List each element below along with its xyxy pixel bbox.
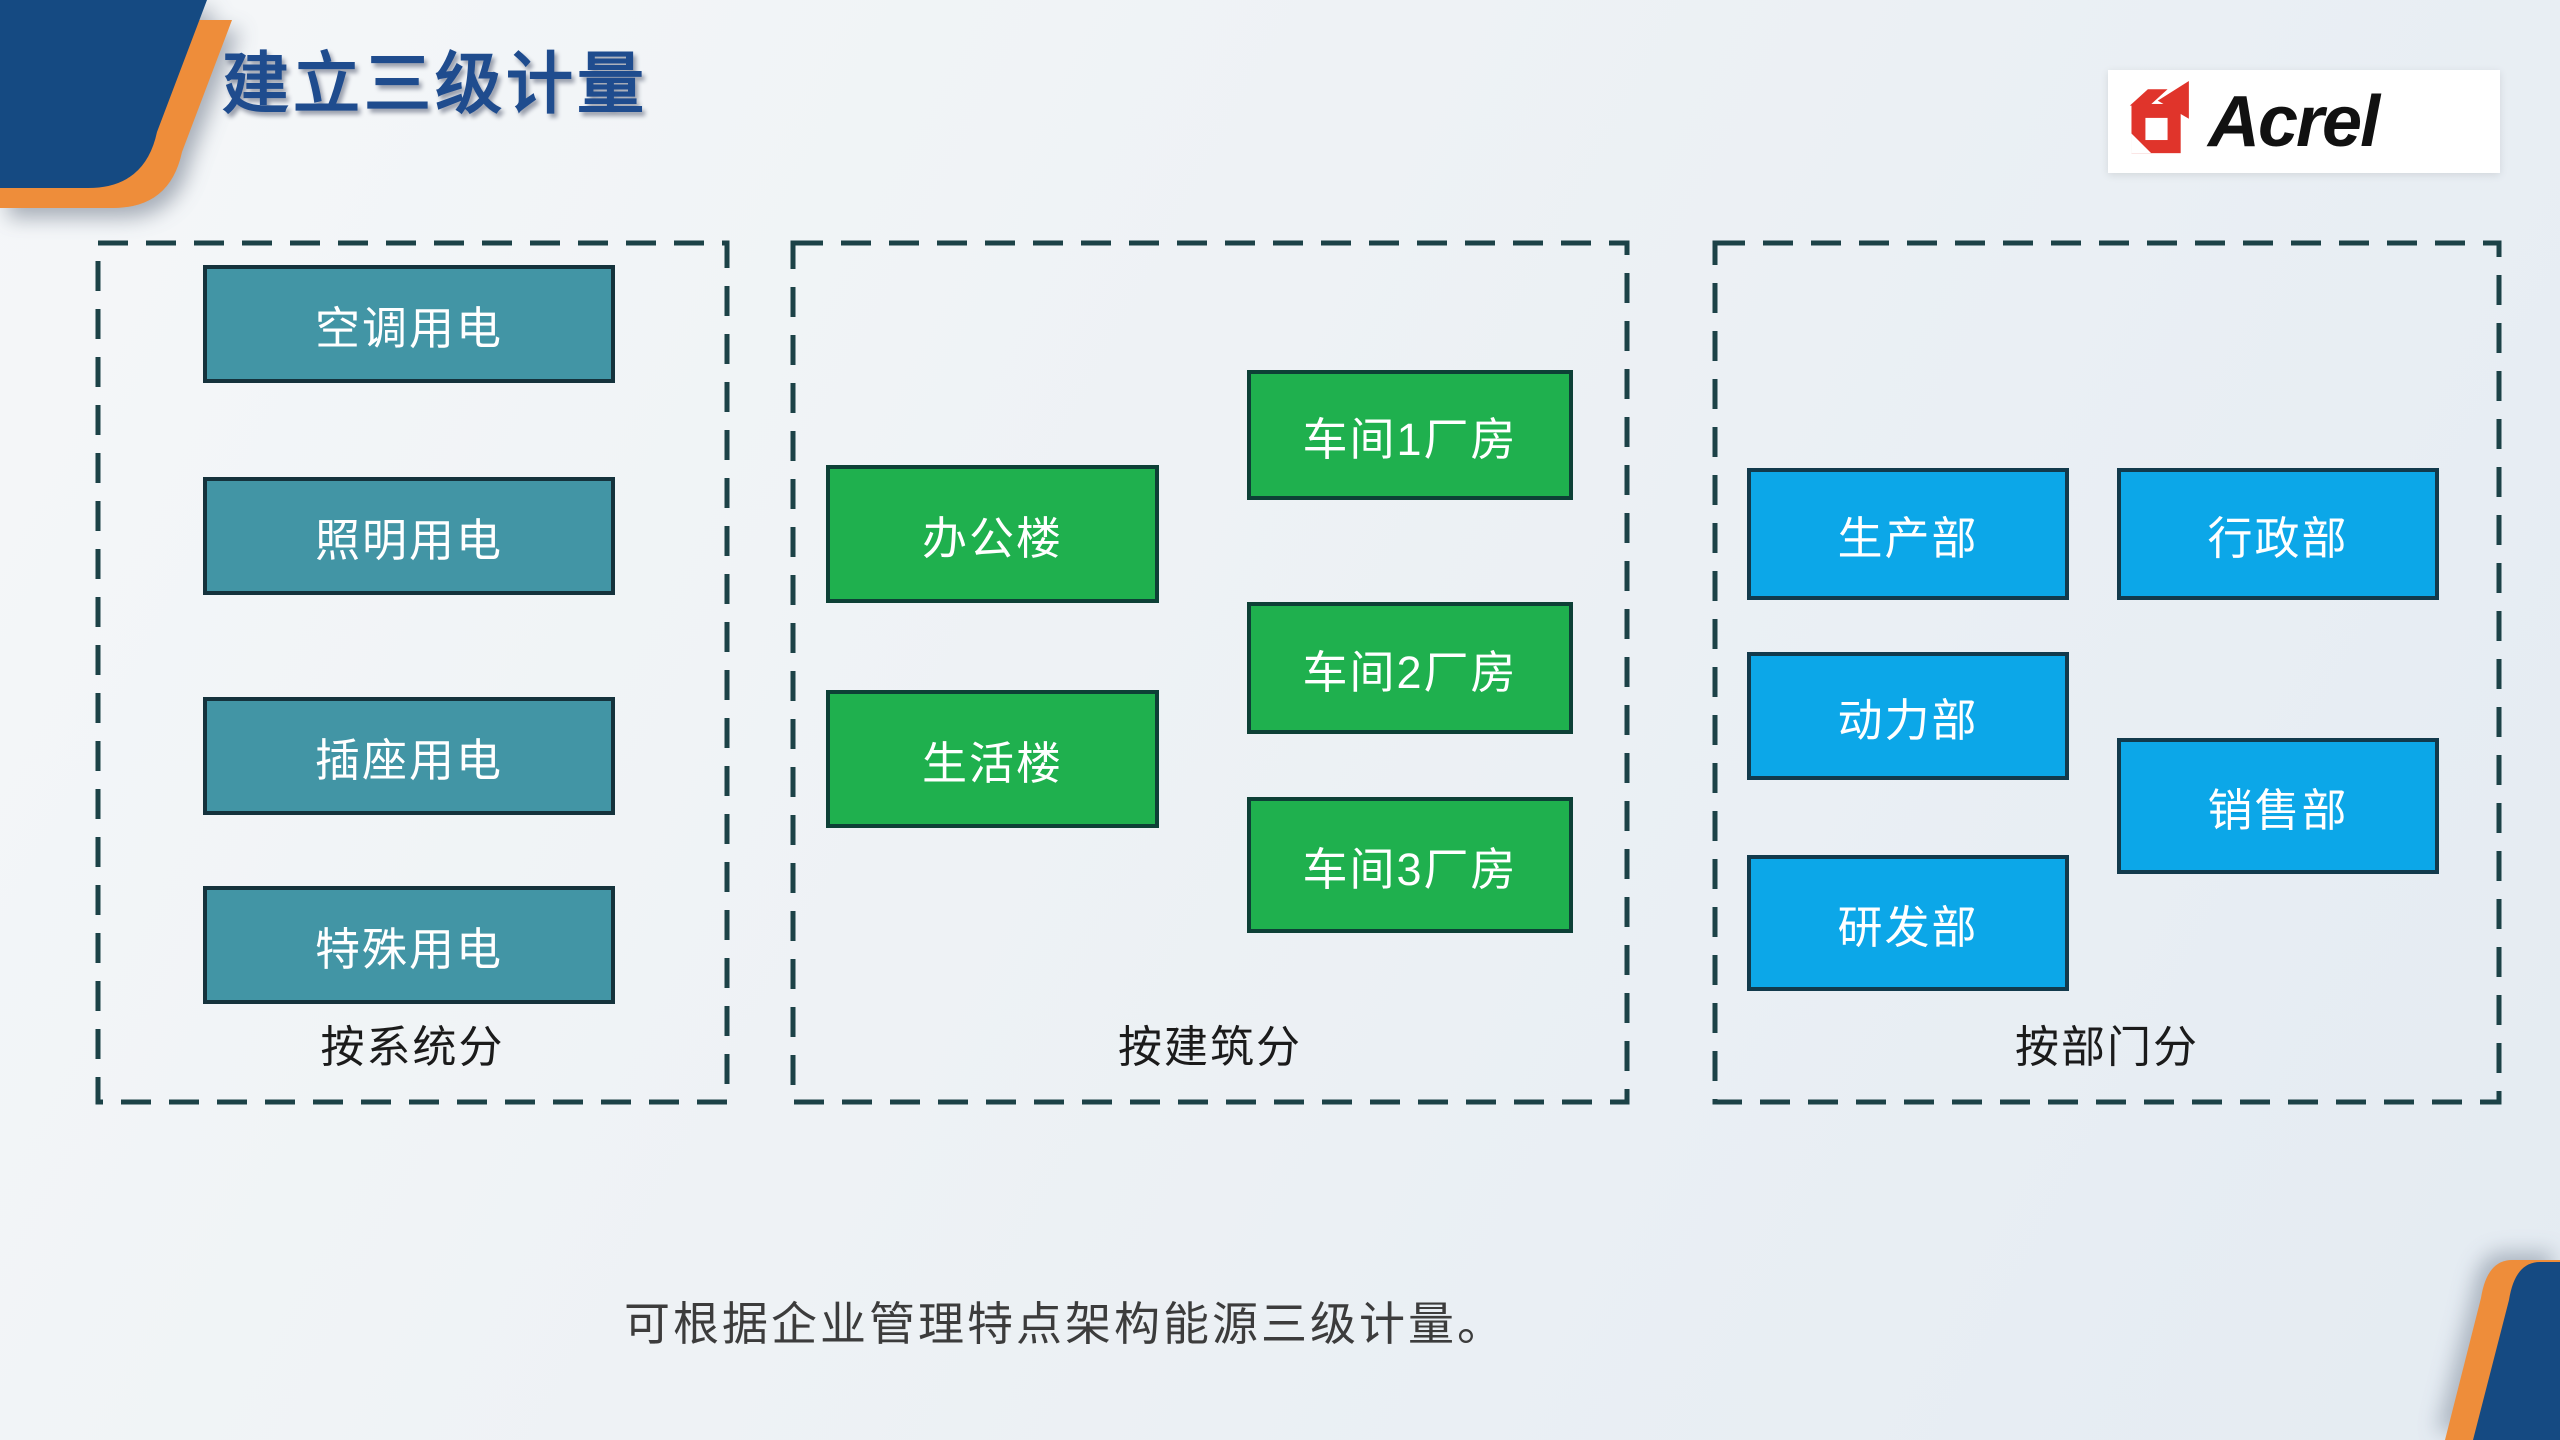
box-socket-power: 插座用电 xyxy=(203,697,615,815)
box-workshop-1: 车间1厂房 xyxy=(1247,370,1573,500)
frame-by-building xyxy=(790,240,1630,1105)
corner-decoration-top-left xyxy=(0,0,232,208)
box-rd-dept: 研发部 xyxy=(1747,855,2069,991)
box-special-power: 特殊用电 xyxy=(203,886,615,1004)
box-power-dept: 动力部 xyxy=(1747,652,2069,780)
box-ac-power: 空调用电 xyxy=(203,265,615,383)
page-title: 建立三级计量 xyxy=(222,47,648,122)
slide-caption: 可根据企业管理特点架构能源三级计量。 xyxy=(624,1298,1506,1350)
frame-by-system xyxy=(95,240,730,1105)
corner-decoration-bottom-right xyxy=(2445,1260,2560,1440)
box-workshop-2: 车间2厂房 xyxy=(1247,602,1573,734)
label-by-building: 按建筑分 xyxy=(1118,1023,1302,1072)
acrel-red-square-icon xyxy=(2129,80,2189,153)
box-office-building: 办公楼 xyxy=(826,465,1159,603)
acrel-logo-text: Acrel xyxy=(2208,81,2380,162)
box-living-building: 生活楼 xyxy=(826,690,1159,828)
dashed-border xyxy=(1712,240,2502,1105)
box-admin-dept: 行政部 xyxy=(2117,468,2439,600)
corner-navy-shape xyxy=(0,0,207,188)
acrel-logo: Acrel xyxy=(2108,70,2500,173)
corner-navy-shape xyxy=(2473,1262,2560,1440)
label-by-department: 按部门分 xyxy=(2015,1023,2199,1072)
box-workshop-3: 车间3厂房 xyxy=(1247,797,1573,933)
dashed-border xyxy=(95,240,730,1105)
box-production-dept: 生产部 xyxy=(1747,468,2069,600)
dashed-border xyxy=(790,240,1630,1105)
label-by-system: 按系统分 xyxy=(320,1023,505,1072)
box-sales-dept: 销售部 xyxy=(2117,738,2439,874)
frame-by-department xyxy=(1712,240,2502,1105)
box-lighting-power: 照明用电 xyxy=(203,477,615,595)
